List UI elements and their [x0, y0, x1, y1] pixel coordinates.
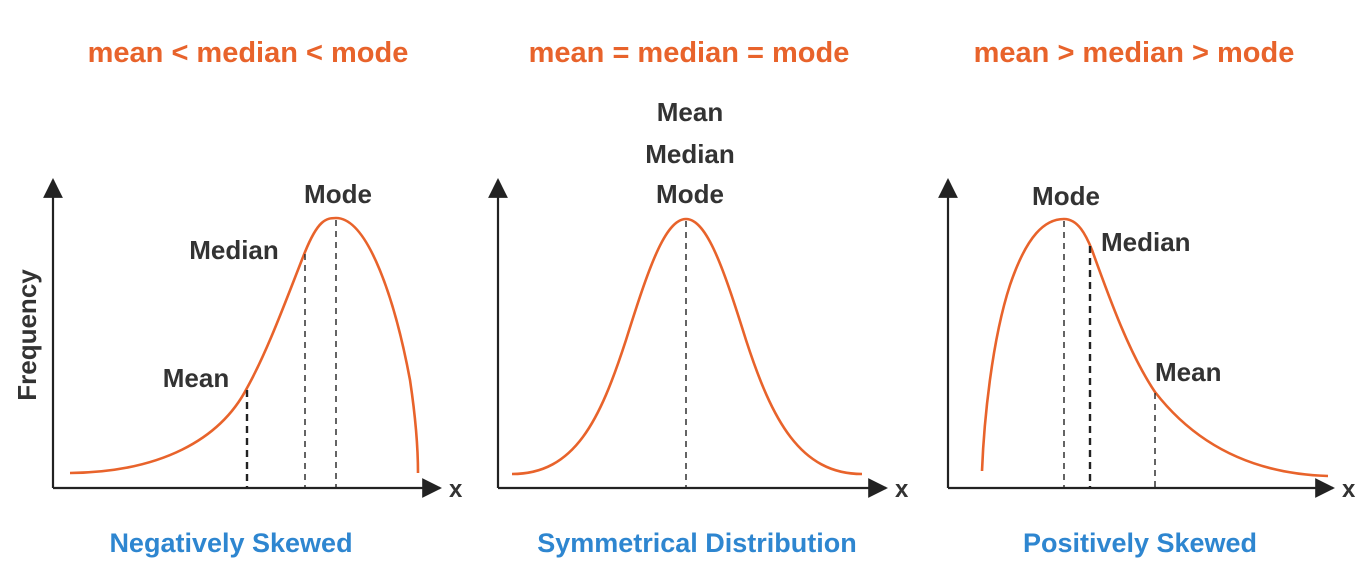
median-label: Median	[1101, 227, 1191, 257]
distribution-curve	[511, 217, 863, 476]
panel-negatively-skewed: mean < median < mode Frequency x Mean Me…	[12, 37, 463, 558]
distribution-curve	[980, 217, 1329, 478]
panel-heading: mean = median = mode	[529, 37, 850, 69]
panel-heading: mean < median < mode	[88, 37, 409, 69]
median-label: Median	[189, 235, 279, 265]
x-axis-letter: x	[449, 476, 463, 503]
x-axis-letter: x	[1342, 476, 1356, 503]
mean-label: Mean	[163, 363, 229, 393]
panel-heading: mean > median > mode	[974, 37, 1295, 69]
panel-positively-skewed: mean > median > mode x Mode Median Mean …	[938, 37, 1356, 558]
y-axis-label: Frequency	[12, 269, 42, 401]
mode-label: Mode	[656, 179, 724, 209]
panel-caption: Negatively Skewed	[109, 528, 352, 558]
panel-caption: Positively Skewed	[1023, 528, 1257, 558]
mode-label: Mode	[1032, 181, 1100, 211]
panel-caption: Symmetrical Distribution	[537, 528, 857, 558]
x-axis-letter: x	[895, 476, 909, 503]
panel-symmetrical-distribution: mean = median = mode x Mean Median Mode …	[488, 37, 909, 558]
distribution-curve	[69, 216, 420, 475]
median-label: Median	[645, 139, 735, 169]
mode-label: Mode	[304, 179, 372, 209]
mean-label: Mean	[1155, 357, 1221, 387]
mean-label: Mean	[657, 97, 723, 127]
